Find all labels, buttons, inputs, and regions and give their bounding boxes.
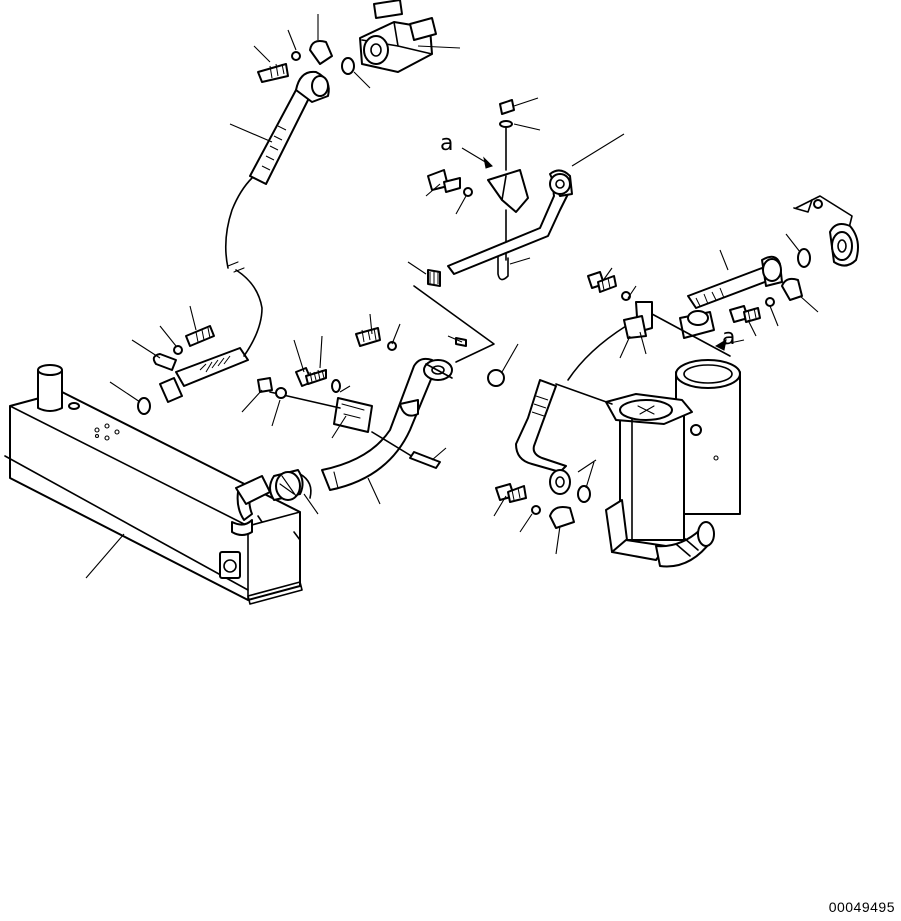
- reference-mark-a-top: a: [440, 131, 453, 156]
- reference-mark-a-right: a: [722, 325, 735, 350]
- tank-assembly: [4, 364, 303, 605]
- top-fittings: [257, 40, 355, 83]
- filter-inlet-pipe: [515, 379, 613, 495]
- suction-hose: [321, 357, 435, 491]
- center-bracket-assembly: [427, 99, 573, 281]
- top-valve-block: [359, 0, 437, 73]
- middle-flange: [423, 359, 453, 381]
- upper-flex-hose: [224, 70, 330, 357]
- bolts-center-left: [257, 367, 341, 399]
- right-flex-hose: [567, 255, 783, 381]
- tube-fitting-left: [137, 325, 249, 415]
- reference-markers: a a: [440, 131, 745, 351]
- leader-lines: [85, 14, 819, 579]
- hose-clamp-bracket: [269, 391, 441, 469]
- hose-path-center: [355, 269, 505, 387]
- right-clamp: [623, 301, 731, 357]
- far-right-flange: [793, 195, 859, 267]
- filter-housing: [605, 359, 741, 568]
- bolts-bottom-right: [495, 483, 591, 529]
- outlet-flange: [269, 469, 312, 501]
- bolts-right: [587, 248, 811, 323]
- drawing-number: 00049495: [828, 899, 895, 915]
